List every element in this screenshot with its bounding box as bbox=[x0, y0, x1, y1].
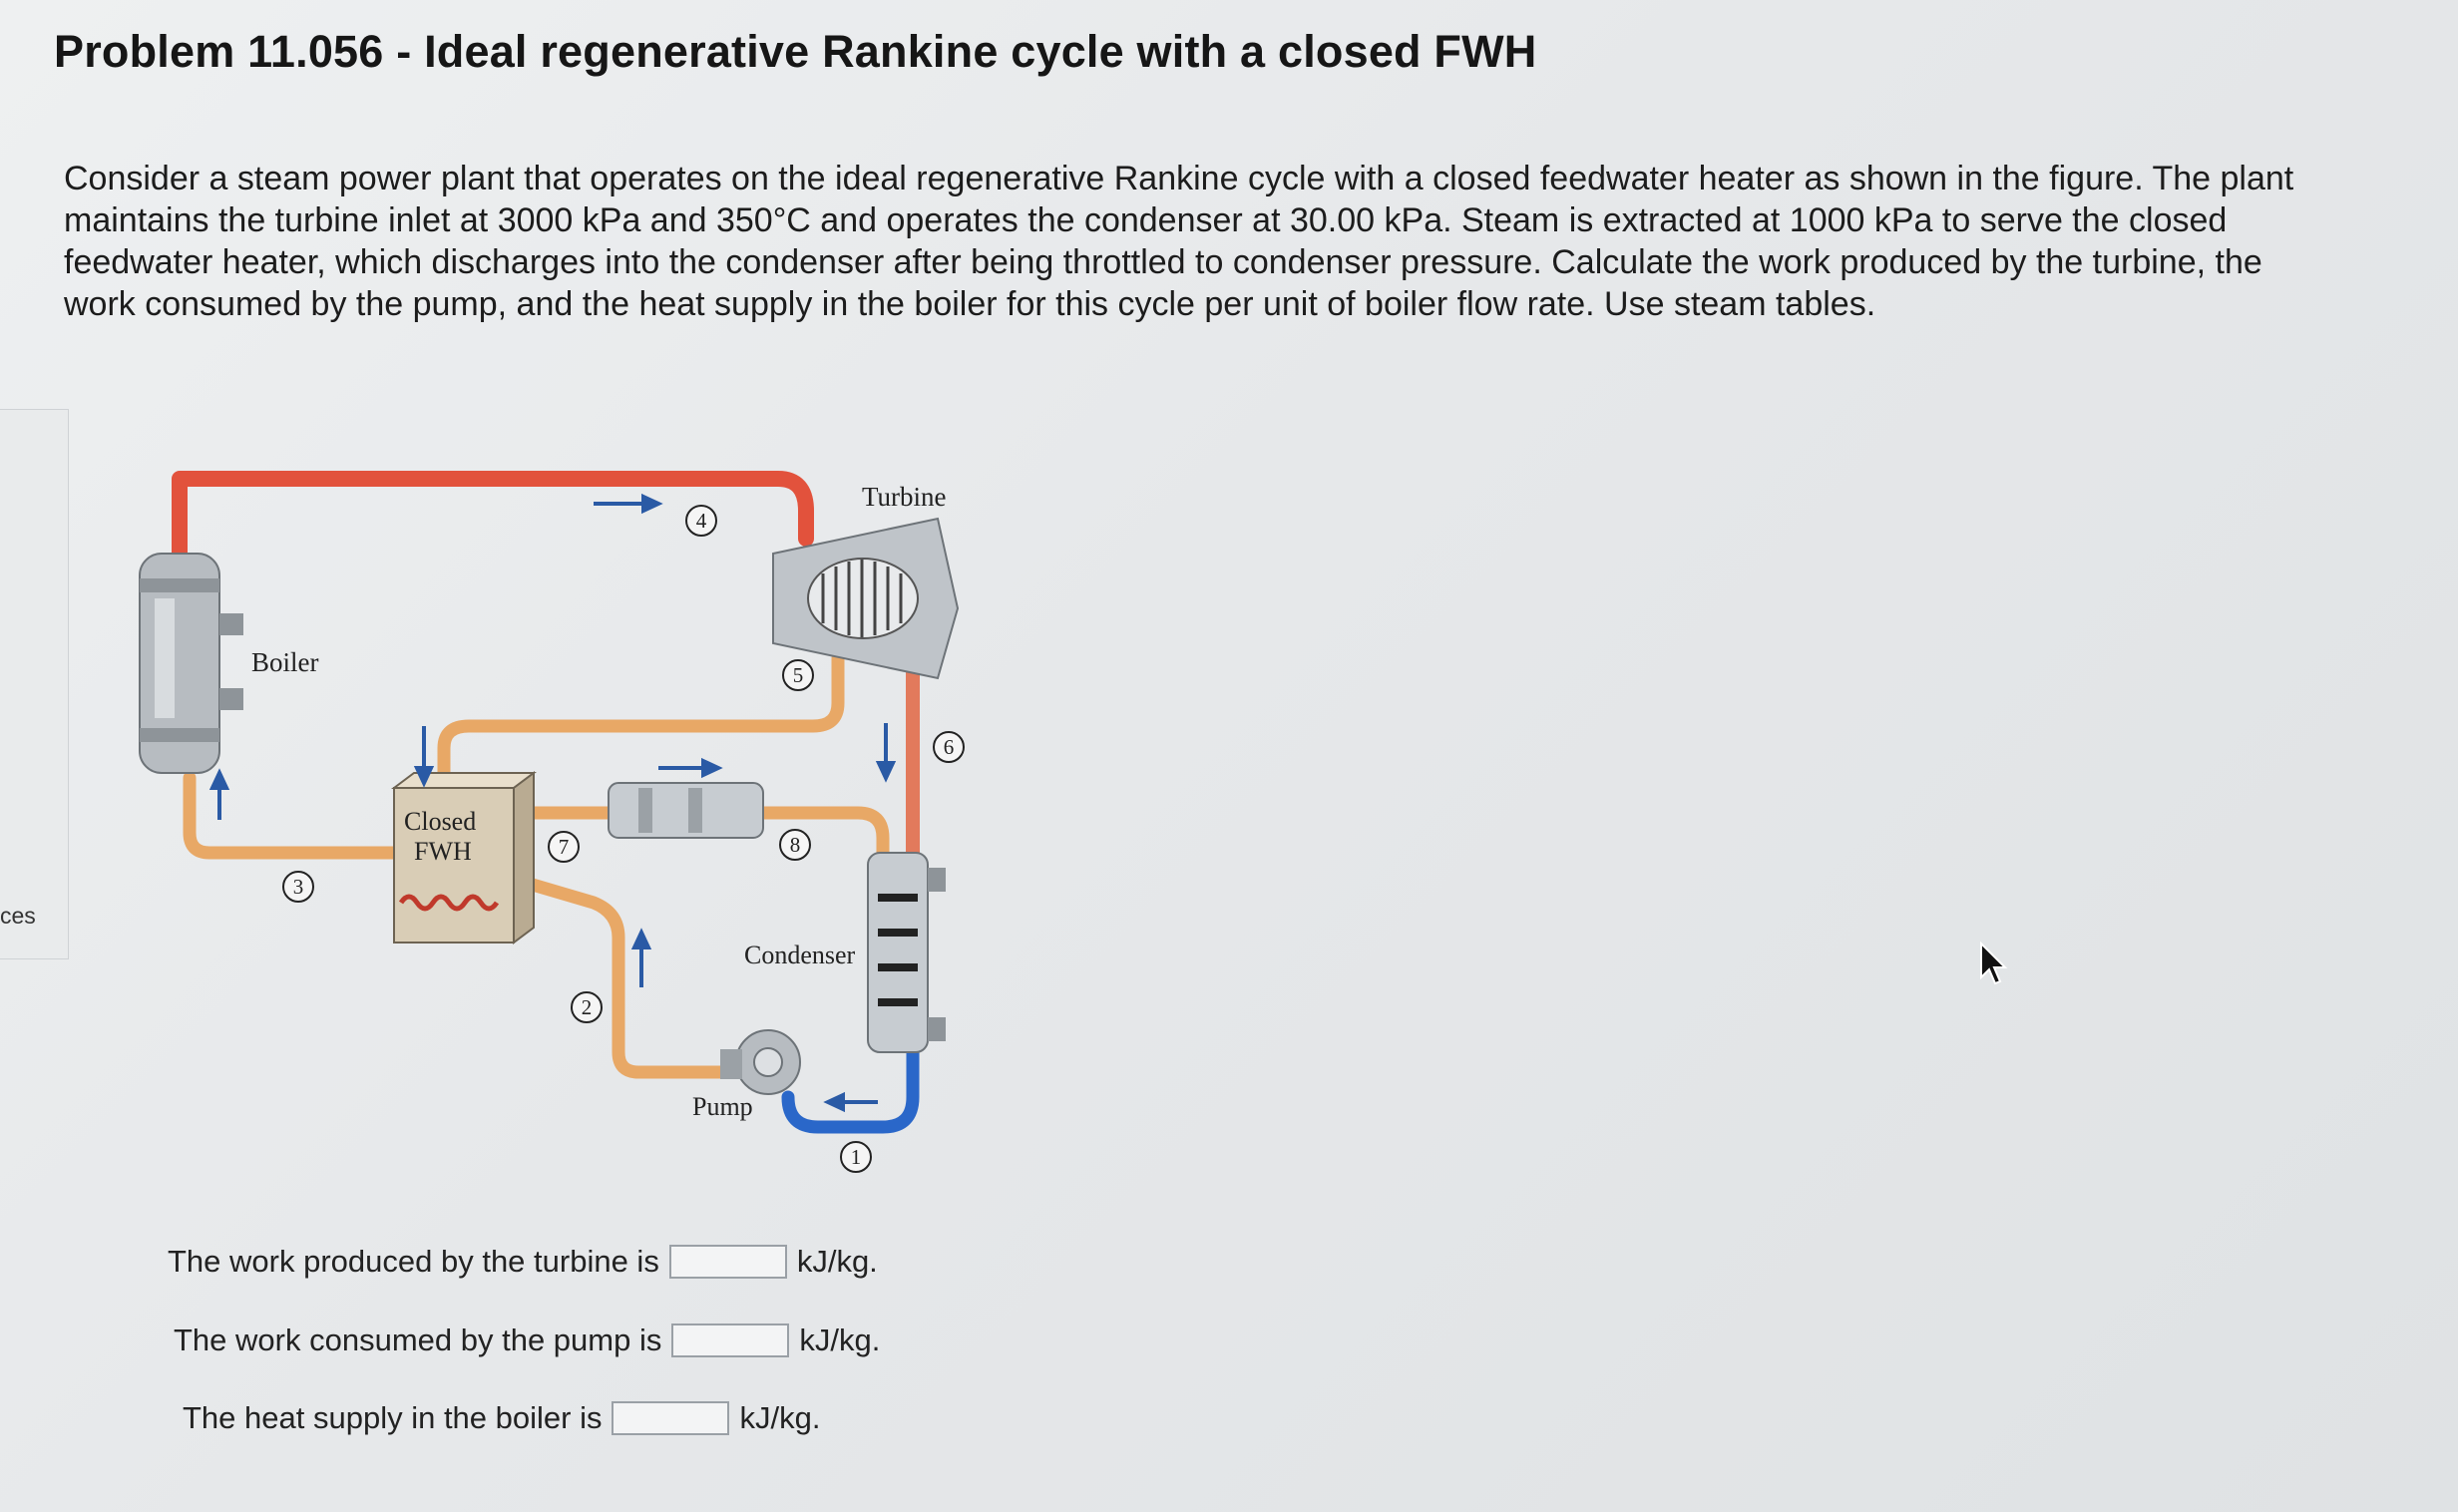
state-label-8: 8 bbox=[790, 833, 801, 857]
side-panel-tab[interactable] bbox=[0, 409, 69, 959]
mouse-pointer-icon bbox=[1980, 942, 2008, 985]
pump-work-unit: kJ/kg. bbox=[799, 1323, 881, 1357]
pipe-boiler-to-turbine bbox=[172, 471, 814, 567]
boiler-heat-prompt: The heat supply in the boiler is bbox=[183, 1400, 603, 1435]
turbine-work-prompt: The work produced by the turbine is bbox=[168, 1244, 659, 1279]
turbine-work-unit: kJ/kg. bbox=[796, 1244, 878, 1279]
answer-row-boiler-heat: The heat supply in the boiler is kJ/kg. bbox=[183, 1400, 820, 1436]
pump bbox=[720, 1029, 801, 1095]
condenser bbox=[867, 852, 946, 1053]
state-label-4: 4 bbox=[696, 509, 707, 533]
pipe-condenser-to-pump bbox=[781, 1040, 920, 1134]
condenser-label: Condenser bbox=[744, 941, 856, 969]
state-label-3: 3 bbox=[293, 875, 304, 899]
pipe-extraction-to-fwh bbox=[437, 651, 845, 795]
turbine bbox=[772, 517, 960, 680]
state-label-6: 6 bbox=[944, 735, 955, 759]
turbine-label: Turbine bbox=[862, 482, 947, 512]
throttle-trap bbox=[608, 782, 764, 839]
answer-row-turbine-work: The work produced by the turbine is kJ/k… bbox=[168, 1244, 878, 1280]
pump-work-input[interactable] bbox=[671, 1323, 790, 1357]
closed-fwh bbox=[391, 771, 537, 945]
state-label-1: 1 bbox=[851, 1145, 862, 1169]
boiler bbox=[139, 553, 243, 774]
pipe-pump-to-fwh bbox=[502, 871, 735, 1079]
boiler-label: Boiler bbox=[251, 647, 319, 677]
pump-label: Pump bbox=[692, 1092, 753, 1121]
state-label-5: 5 bbox=[793, 663, 804, 687]
boiler-heat-input[interactable] bbox=[612, 1401, 730, 1435]
pipe-fwh-to-boiler bbox=[183, 771, 401, 860]
answer-row-pump-work: The work consumed by the pump is kJ/kg. bbox=[174, 1323, 880, 1358]
problem-statement: Consider a steam power plant that operat… bbox=[64, 160, 2294, 323]
state-label-7: 7 bbox=[559, 835, 570, 859]
pump-work-prompt: The work consumed by the pump is bbox=[174, 1323, 662, 1357]
rankine-cycle-diagram: 1 2 3 4 5 6 7 8 Turbine Boiler Closed FW… bbox=[139, 471, 965, 1173]
boiler-heat-unit: kJ/kg. bbox=[739, 1400, 821, 1435]
side-panel-label: ces bbox=[0, 903, 36, 929]
problem-title: Problem 11.056 - Ideal regenerative Rank… bbox=[54, 26, 1537, 77]
state-label-2: 2 bbox=[582, 995, 593, 1019]
fwh-label-line1: Closed bbox=[404, 807, 476, 836]
flow-arrows bbox=[208, 493, 897, 1113]
fwh-label-line2: FWH bbox=[414, 837, 472, 866]
state-markers bbox=[282, 505, 965, 1173]
turbine-work-input[interactable] bbox=[668, 1245, 787, 1279]
